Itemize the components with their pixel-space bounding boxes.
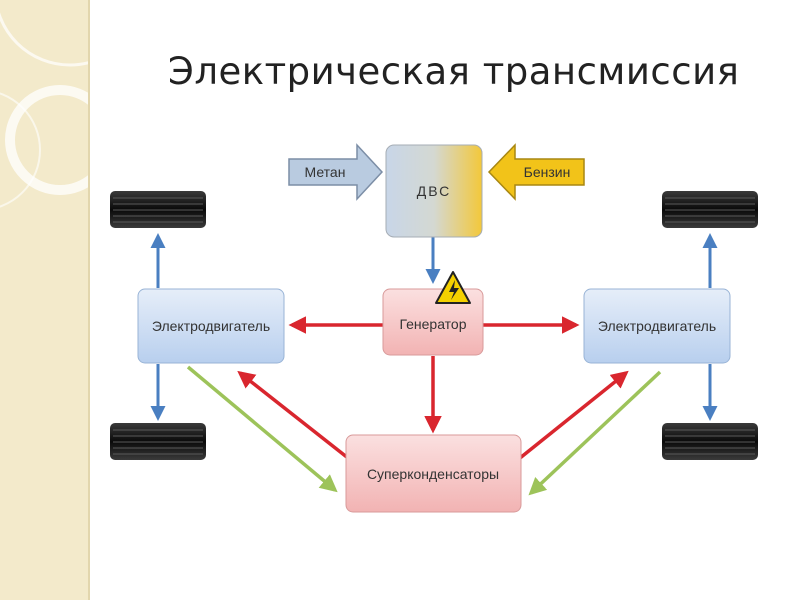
blue-arrows [150, 233, 718, 421]
generator-box: Генератор [382, 288, 484, 356]
generator-label: Генератор [399, 316, 466, 332]
electric-motor-right-box: Электродвигатель [583, 288, 731, 364]
red-arrows [237, 316, 629, 460]
engine-box: ДВС [385, 144, 483, 238]
decorative-rings [0, 12, 88, 208]
side-strip-edge [88, 0, 90, 600]
petrol-arrow: Бензин [487, 143, 585, 201]
electric-motor-right-label: Электродвигатель [598, 318, 716, 334]
decorative-side-strip [0, 0, 88, 600]
supercapacitors-box: Суперконденсаторы [345, 434, 522, 513]
electric-motor-left-label: Электродвигатель [152, 318, 270, 334]
wheel-icon [110, 423, 206, 460]
wheel-icon [662, 423, 758, 460]
high-voltage-warning-icon [435, 271, 471, 304]
methane-arrow: Метан [288, 143, 384, 201]
electric-motor-left-box: Электродвигатель [137, 288, 285, 364]
methane-label: Метан [305, 164, 346, 180]
wheel-icon [110, 191, 206, 228]
wheel-icon [662, 191, 758, 228]
supercapacitors-label: Суперконденсаторы [367, 466, 499, 482]
petrol-label: Бензин [524, 164, 571, 180]
slide-title: Электрическая трансмиссия [168, 50, 740, 93]
green-arrows [186, 365, 662, 496]
engine-label: ДВС [417, 183, 451, 199]
